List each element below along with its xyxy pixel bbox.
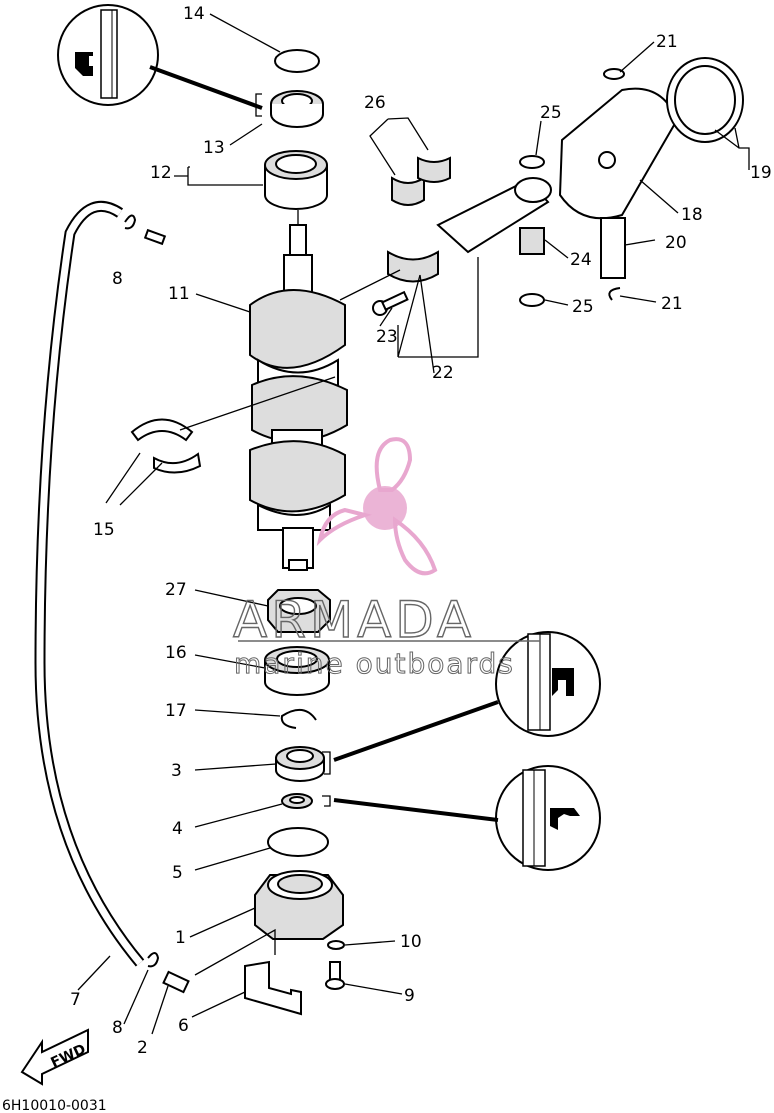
callout-19: 19 bbox=[750, 163, 772, 183]
watermark-brand: ARMADA bbox=[233, 591, 475, 649]
callout-6: 6 bbox=[178, 1016, 189, 1036]
callout-26: 26 bbox=[364, 93, 386, 113]
circlip-17 bbox=[280, 709, 317, 729]
callout-16: 16 bbox=[165, 643, 187, 663]
clip-21-top bbox=[603, 68, 625, 80]
oring-14 bbox=[274, 49, 320, 73]
washer-25-bottom bbox=[519, 293, 545, 307]
leader-lines bbox=[77, 13, 750, 1035]
callout-5: 5 bbox=[172, 863, 183, 883]
callout-11: 11 bbox=[168, 284, 190, 304]
oring-5 bbox=[267, 827, 329, 857]
piston-18 bbox=[558, 87, 679, 220]
detail-bubble-seal-3 bbox=[333, 631, 601, 762]
callout-22: 22 bbox=[432, 363, 454, 383]
callout-9: 9 bbox=[404, 986, 415, 1006]
bracket-6 bbox=[244, 960, 302, 1016]
callout-12: 12 bbox=[150, 163, 172, 183]
callout-2: 2 bbox=[137, 1038, 148, 1058]
callout-24: 24 bbox=[570, 250, 592, 270]
callout-13: 13 bbox=[203, 138, 225, 158]
callout-3: 3 bbox=[171, 761, 182, 781]
callout-10: 10 bbox=[400, 932, 422, 952]
bolt-9 bbox=[325, 961, 345, 990]
callout-15: 15 bbox=[93, 520, 115, 540]
oil-seal-13 bbox=[270, 90, 324, 128]
callout-25-top: 25 bbox=[540, 103, 562, 123]
callout-23: 23 bbox=[376, 327, 398, 347]
watermark-logo bbox=[316, 437, 438, 576]
diagram-code: 6H10010-0031 bbox=[2, 1098, 107, 1113]
crankshaft-11 bbox=[249, 224, 348, 571]
oil-hose-7 bbox=[34, 200, 145, 967]
callout-8-bottom: 8 bbox=[112, 1018, 123, 1038]
bearing-12 bbox=[264, 150, 328, 210]
callout-7: 7 bbox=[70, 990, 81, 1010]
connecting-rod-22 bbox=[387, 177, 552, 283]
callout-20: 20 bbox=[665, 233, 687, 253]
bearing-15 bbox=[130, 418, 202, 474]
housing-1 bbox=[254, 870, 344, 940]
detail-bubble-top-left bbox=[57, 4, 263, 110]
callout-25-bottom: 25 bbox=[572, 297, 594, 317]
bearing-16 bbox=[264, 646, 330, 696]
callout-1: 1 bbox=[175, 928, 186, 948]
piston-rings-19 bbox=[666, 57, 744, 143]
callout-17: 17 bbox=[165, 701, 187, 721]
piston-pin-20 bbox=[600, 217, 626, 279]
clip-8-top bbox=[124, 214, 167, 246]
oil-seal-4 bbox=[281, 793, 313, 809]
washer-25-top bbox=[519, 155, 545, 169]
bolt-23 bbox=[372, 290, 409, 316]
fwd-arrow: FWD bbox=[20, 1028, 89, 1086]
spacer-27 bbox=[267, 589, 331, 633]
clip-8-bottom bbox=[147, 952, 160, 968]
fitting-2 bbox=[162, 970, 190, 994]
callout-27: 27 bbox=[165, 580, 187, 600]
oil-seal-3 bbox=[275, 746, 325, 782]
watermark-tagline: marine outboards bbox=[234, 647, 515, 680]
callout-8-top: 8 bbox=[112, 269, 123, 289]
needle-bearing-24 bbox=[519, 227, 545, 255]
callout-4: 4 bbox=[172, 819, 183, 839]
callout-18: 18 bbox=[681, 205, 703, 225]
callout-14: 14 bbox=[183, 4, 205, 24]
bearing-26 bbox=[391, 156, 451, 206]
callout-21-bottom: 21 bbox=[661, 294, 683, 314]
callout-21-top: 21 bbox=[656, 32, 678, 52]
detail-bubble-seal-4 bbox=[333, 765, 601, 871]
washer-10 bbox=[327, 940, 345, 950]
clip-21-bottom bbox=[608, 287, 621, 301]
